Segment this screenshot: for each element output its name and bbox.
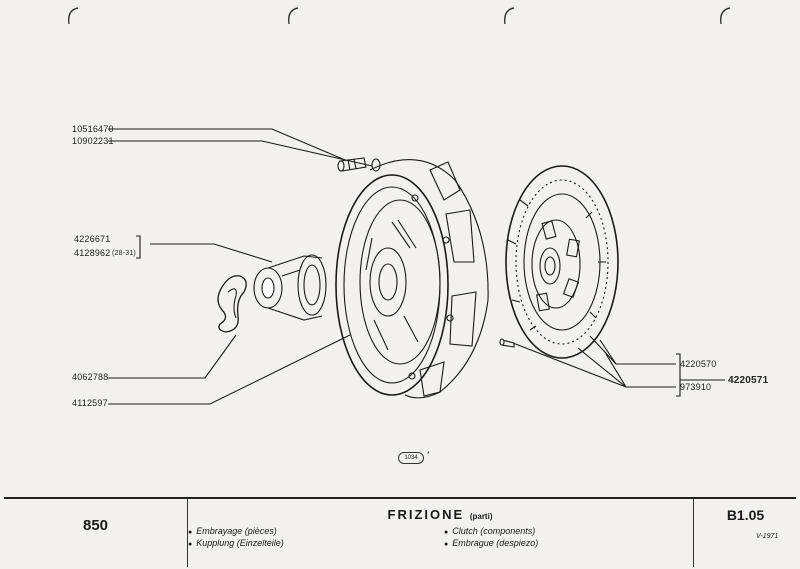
binder-hole-icon [68, 7, 79, 25]
title-english: Clutch (components) [444, 526, 535, 536]
leader-clip [108, 334, 237, 379]
binder-hole-icon [720, 7, 731, 25]
clutch-disc-part [505, 165, 619, 359]
pressure-plate-part [335, 159, 489, 399]
title-block-description: FRIZIONE (parti) Embrayage (pièces) Kupp… [188, 499, 692, 567]
revision-date: V-1971 [756, 533, 779, 540]
part-number-pressure-plate: 4112597 [72, 398, 108, 408]
part-number-rivet: 973910 [680, 382, 712, 392]
part-number-washer: 10902231 [72, 136, 114, 146]
part-number-clip: 4062788 [72, 372, 109, 382]
bolt-part [337, 157, 367, 172]
leader-plate [108, 334, 351, 405]
leader-washer [108, 140, 373, 167]
page-code: B1.05 [726, 507, 765, 523]
leader-rivet-a [512, 342, 676, 388]
section-title-note: (parti) [469, 512, 493, 521]
washer-part [371, 158, 381, 172]
part-number-bearing-alt: 4128962 [74, 248, 111, 258]
title-german: Kupplung (Einzelteile) [188, 538, 284, 548]
part-number-disc-assembly: 4220571 [728, 375, 769, 386]
rivet-part [499, 338, 515, 348]
section-title: FRIZIONE (parti) [188, 507, 692, 522]
leader-bolt [108, 128, 346, 161]
leader-rivet-c [605, 353, 627, 388]
release-bearing-part [253, 254, 327, 321]
leader-bearing [150, 243, 273, 263]
title-french: Embrayage (pièces) [188, 526, 277, 536]
binder-hole-icon [288, 7, 299, 25]
title-block: 850 FRIZIONE (parti) Embrayage (pièces) … [4, 497, 796, 567]
figure-reference-mark: * [427, 451, 430, 458]
assembly-bracket [676, 353, 681, 397]
leader-rivet-b [577, 347, 627, 388]
figure-reference: 1034 [398, 452, 424, 464]
bearing-bracket [136, 235, 141, 259]
binder-hole-icon [504, 7, 515, 25]
bearing-alt-note: (28-31) [112, 250, 136, 257]
part-number-disc: 4220570 [680, 359, 717, 369]
title-spanish: Embrague (despiezo) [444, 538, 538, 548]
clip-part [217, 275, 247, 333]
part-number-bearing: 4226671 [74, 234, 111, 244]
clutch-exploded-diagram [108, 128, 725, 405]
part-number-bolt: 10516470 [72, 124, 114, 134]
title-block-code: B1.05 V-1971 [693, 499, 797, 567]
section-title-text: FRIZIONE [387, 507, 465, 522]
model-number: 850 [4, 499, 188, 567]
